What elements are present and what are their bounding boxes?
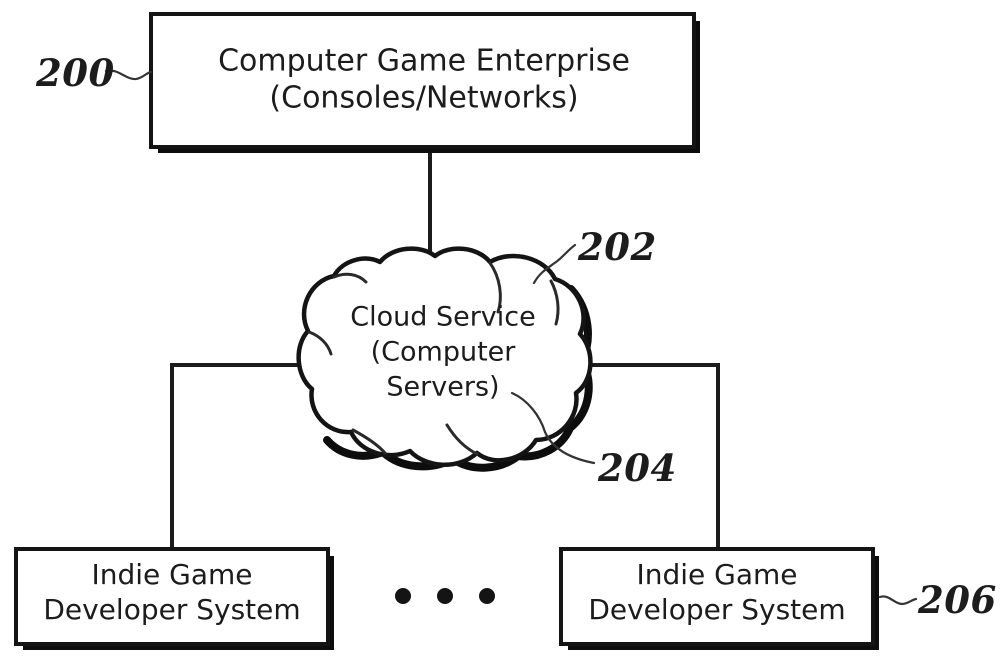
reference-leader-lines [104, 69, 918, 606]
connector-lines [170, 150, 720, 549]
indie-right-line2: Developer System [588, 593, 845, 626]
indie-right-line1: Indie Game [636, 558, 797, 591]
ellipsis-dot-3 [479, 588, 495, 604]
ref-number-204: 204 [597, 446, 677, 490]
cloud-inner-arc-top-mid [488, 261, 502, 314]
connector-cloud-to-indie-left [170, 363, 310, 549]
indie-right-box-group[interactable]: Indie Game Developer System [559, 547, 879, 650]
reference-numerals: 200 202 204 206 [35, 51, 997, 622]
ellipsis-dots [395, 588, 495, 604]
ref-number-200: 200 [35, 51, 115, 95]
enterprise-box-line2: (Consoles/Networks) [269, 81, 578, 116]
indie-left-line2: Developer System [43, 593, 300, 626]
cloud-inner-arc-bottom-left [351, 428, 387, 455]
connector-cloud-to-indie-right [582, 363, 720, 549]
leader-line-202 [532, 243, 577, 285]
cloud-inner-arc-right [549, 279, 560, 326]
leader-line-200 [104, 69, 153, 81]
cloud-inner-arc-top-left [332, 272, 368, 284]
cloud-group[interactable]: Cloud Service (Computer Servers) [296, 246, 593, 472]
leader-line-206 [878, 595, 918, 606]
cloud-label-line2: (Computer [371, 337, 517, 368]
enterprise-box-face[interactable] [149, 12, 696, 149]
ref-number-202: 202 [577, 225, 657, 269]
cloud-label-line3: Servers) [386, 372, 499, 403]
indie-left-box-face[interactable] [14, 547, 330, 646]
indie-left-line1: Indie Game [91, 558, 252, 591]
indie-left-box-group[interactable]: Indie Game Developer System [14, 547, 334, 650]
ellipsis-dot-2 [437, 588, 453, 604]
ellipsis-dot-1 [395, 588, 411, 604]
enterprise-box-line1: Computer Game Enterprise [218, 44, 630, 79]
enterprise-box-group[interactable]: Computer Game Enterprise (Consoles/Netwo… [149, 12, 700, 153]
indie-right-box-face[interactable] [559, 547, 875, 646]
cloud-outline[interactable] [296, 246, 593, 468]
cloud-label-line1: Cloud Service [350, 302, 536, 333]
ref-number-206: 206 [917, 578, 997, 622]
leader-line-204 [510, 391, 596, 465]
cloud-inner-arc-bottom-mid [445, 423, 479, 456]
cloud-inner-arc-left [307, 330, 333, 356]
